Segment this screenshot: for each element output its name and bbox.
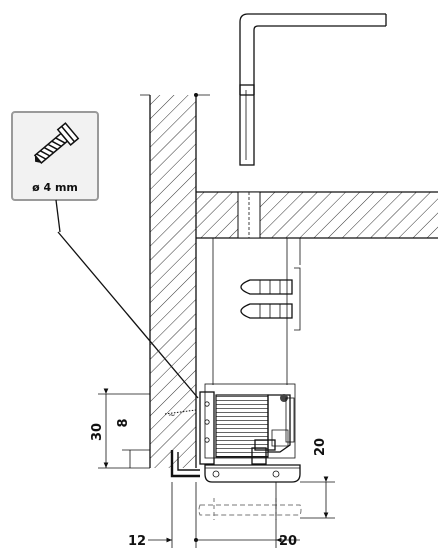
dimension-label-right-horizontal: 20 xyxy=(279,534,297,549)
wall-anchor-icon xyxy=(240,267,301,331)
screw-callout: ø 4 mm xyxy=(11,111,99,201)
dimension-label-outer: 30 xyxy=(90,423,105,441)
screw-diameter-label: ø 4 mm xyxy=(32,181,78,194)
ghost-position-outline xyxy=(198,498,302,520)
dimension-vertical-right: 20 xyxy=(300,438,335,519)
dimension-vertical-inner: 8 xyxy=(116,418,150,468)
screw-icon xyxy=(33,122,80,165)
dimension-label-left: 12 xyxy=(128,534,146,549)
dimension-horizontal: 12 20 xyxy=(128,482,300,549)
dimension-vertical-outer: 30 xyxy=(90,388,150,469)
screw-thread-mark: ~ xyxy=(168,411,176,421)
shelf-panel xyxy=(196,191,438,239)
dimension-label-right: 20 xyxy=(313,438,328,456)
hinge-mechanism: ~ xyxy=(164,383,301,483)
guide-lines xyxy=(212,238,301,385)
allen-key-icon xyxy=(239,13,387,166)
dimension-label-inner: 8 xyxy=(116,418,131,427)
cabinet-side-panel xyxy=(140,93,210,468)
